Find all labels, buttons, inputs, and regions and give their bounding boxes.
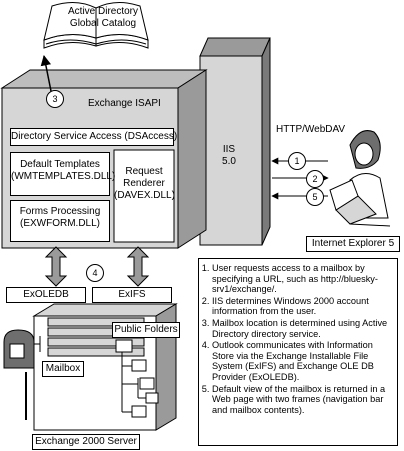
- step-marker-4: 4: [86, 264, 104, 282]
- step-2: IIS determines Windows 2000 account info…: [212, 296, 394, 317]
- steps-panel: User requests access to a mailbox by spe…: [198, 258, 398, 446]
- exifs-box: ExIFS: [92, 287, 172, 303]
- connector-arrows: [44, 246, 150, 287]
- iis-panel: [199, 37, 271, 246]
- forms-line2: (EXWFORM.DLL): [20, 218, 100, 229]
- catalog-label: Active Directory Global Catalog: [68, 6, 138, 30]
- mailbox-icon: [3, 329, 41, 420]
- iis-label: IIS 5.0: [214, 144, 244, 168]
- catalog-label-line1: Active Directory: [68, 6, 139, 17]
- protocol-label: HTTP/WebDAV: [276, 124, 346, 135]
- iis-line2: 5.0: [222, 156, 236, 167]
- forms-line1: Forms Processing: [19, 206, 101, 217]
- step-5: Default view of the mailbox is returned …: [212, 384, 394, 416]
- step-1: User requests access to a mailbox by spe…: [212, 263, 394, 295]
- server-label: Exchange 2000 Server: [32, 434, 140, 450]
- renderer-line3: (DAVEX.DLL): [114, 190, 175, 201]
- step-3: Mailbox location is determined using Act…: [212, 318, 394, 339]
- mailbox-label: Mailbox: [42, 361, 84, 377]
- step-marker-1: 1: [288, 152, 306, 170]
- renderer-label: Request Renderer (DAVEX.DLL): [114, 166, 175, 202]
- renderer-box: [113, 149, 175, 243]
- catalog-label-line2: Global Catalog: [69, 18, 137, 29]
- book-icon: [43, 2, 149, 49]
- renderer-line1: Request: [125, 166, 163, 177]
- forms-box: Forms Processing (EXWFORM.DLL): [10, 200, 110, 242]
- client-label: Internet Explorer 5: [306, 236, 400, 252]
- dsaccess-box: Directory Service Access (DSAccess): [10, 128, 177, 146]
- templates-line1: Default Templates: [20, 159, 100, 170]
- step-marker-2: 2: [306, 170, 324, 188]
- folder-tree: [115, 339, 159, 418]
- renderer-line2: Renderer: [123, 178, 165, 189]
- templates-line2: (WMTEMPLATES.DLL): [11, 171, 116, 182]
- step-marker-3: 3: [46, 90, 64, 108]
- step-marker-5: 5: [306, 188, 324, 206]
- user-icon: [329, 130, 391, 227]
- isapi-title: Exchange ISAPI: [88, 98, 161, 109]
- exoledb-box: ExOLEDB: [6, 287, 86, 303]
- public-folders-label: Public Folders: [112, 322, 180, 338]
- iis-line1: IIS: [222, 144, 236, 155]
- step-4: Outlook communicates with Information St…: [212, 340, 394, 382]
- templates-box: Default Templates (WMTEMPLATES.DLL): [10, 152, 116, 196]
